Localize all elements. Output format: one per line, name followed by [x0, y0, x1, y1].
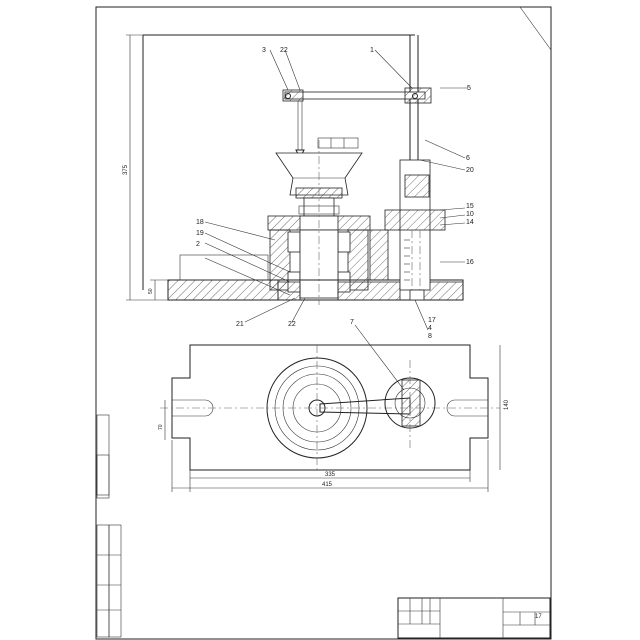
plan-callout-7: 7 [350, 319, 354, 326]
callout-3: 3 [262, 47, 266, 54]
front-view: 3 22 1 5 6 20 15 10 14 16 17 4 8 18 19 2… [123, 34, 474, 340]
callout-5: 5 [467, 85, 471, 92]
callout-6: 6 [466, 155, 470, 162]
base-plate-right [337, 281, 401, 301]
column-foot [409, 289, 425, 301]
dim-plan-outer: 415 [322, 482, 333, 488]
horizontal-arm [284, 91, 426, 100]
plan-arm [319, 397, 411, 415]
callout-14: 14 [466, 219, 474, 226]
callout-17: 17 [428, 317, 436, 324]
side-block-left [179, 254, 269, 281]
title-block-sheet-number: 17 [535, 614, 542, 620]
base-plate [167, 279, 279, 301]
callout-20: 20 [466, 167, 474, 174]
title-block [397, 597, 551, 639]
callout-8: 8 [428, 333, 432, 340]
column-scale [404, 239, 410, 281]
callout-22-top: 22 [280, 47, 288, 54]
dim-plan-height: 140 [504, 399, 510, 410]
base-plate-outline [167, 279, 464, 301]
frame-corner-mark [519, 6, 552, 51]
callout-1: 1 [370, 47, 374, 54]
callout-10: 10 [466, 211, 474, 218]
callout-18: 18 [196, 219, 204, 226]
arm-screw-left [285, 93, 291, 99]
callout-15: 15 [466, 203, 474, 210]
callout-4: 4 [428, 325, 432, 332]
side-block-right [369, 229, 389, 281]
callout-21: 21 [236, 321, 244, 328]
callout-2: 2 [196, 241, 200, 248]
arm-clamp-left [282, 89, 304, 102]
callout-16: 16 [466, 259, 474, 266]
column-base-block [384, 209, 446, 231]
sheet-outer-frame [95, 6, 552, 640]
bearing-right [337, 231, 351, 253]
arm-screw-right [412, 93, 418, 99]
dim-height: 375 [123, 164, 129, 175]
callout-leaders [204, 49, 468, 331]
dim-plan-inner: 335 [325, 472, 336, 478]
bearing-left [287, 231, 301, 253]
plan-view: 7 140 70 335 415 [158, 319, 510, 492]
plan-plate-outline [171, 344, 489, 471]
callout-19: 19 [196, 230, 204, 237]
plan-column-block [401, 379, 421, 427]
callout-22-bottom: 22 [288, 321, 296, 328]
left-binding-strip [96, 414, 122, 638]
tolerance-frame [317, 137, 359, 149]
column-clamp [404, 174, 430, 198]
dim-plan-small: 70 [158, 424, 164, 430]
dim-base: 50 [148, 288, 154, 294]
plan-callout-leader [354, 324, 405, 391]
fixture-body-right [347, 229, 369, 291]
arm-clamp-right [404, 87, 432, 104]
